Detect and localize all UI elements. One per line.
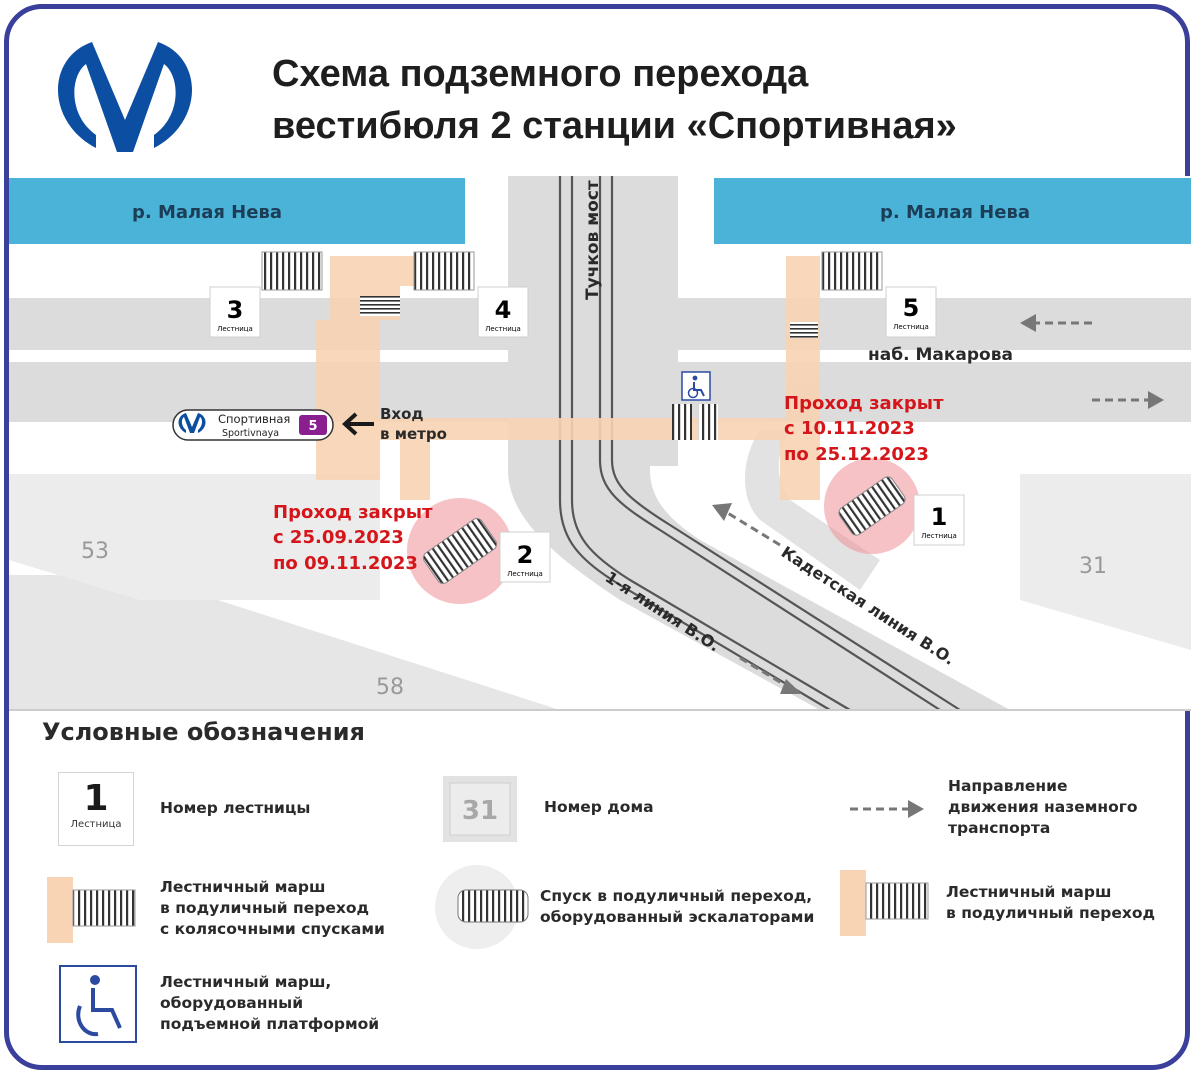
stair-3-steps — [261, 251, 323, 291]
ramp-stairs-right — [790, 322, 818, 338]
traffic-arrow-cadet — [712, 503, 781, 547]
legend-house-number: 31 — [461, 796, 499, 826]
lift-stairs-b — [698, 404, 718, 440]
legend-escalator-label: Спуск в подуличный переход, оборудованны… — [540, 887, 815, 926]
stair-number-5: 5 Лестница — [885, 286, 937, 338]
traffic-arrow-right — [1092, 391, 1164, 409]
svg-text:Лестница: Лестница — [893, 323, 929, 331]
metro-logo-icon — [57, 42, 193, 152]
legend-house-number-label: Номер дома — [544, 798, 654, 816]
legend-house-icon — [443, 776, 517, 842]
svg-text:с 10.11.2023: с 10.11.2023 — [784, 418, 915, 439]
svg-text:4: 4 — [495, 296, 512, 324]
legend-stairs-icon — [840, 870, 929, 936]
legend-wheelchair-icon — [59, 965, 137, 1043]
svg-text:с 25.09.2023: с 25.09.2023 — [273, 527, 404, 548]
legend-stair-number: 1 — [83, 778, 109, 819]
line-5-badge: 5 — [308, 419, 317, 434]
legend-stair-number-box: 1 Лестница — [58, 772, 134, 846]
legend-stair-number-label: Номер лестницы — [160, 799, 311, 817]
legend-ramp-stairs-icon — [47, 877, 136, 943]
tram-tracks — [558, 176, 961, 711]
entrance-arrow-icon — [342, 412, 374, 436]
svg-text:Лестница: Лестница — [921, 532, 957, 540]
lift-stairs-a — [672, 404, 692, 440]
river-left — [9, 178, 465, 244]
legend-lift-label: Лестничный марш, оборудованный подъемной… — [160, 973, 380, 1033]
svg-text:1: 1 — [931, 503, 948, 531]
svg-text:Проход закрыт: Проход закрыт — [273, 502, 433, 523]
page-title: Схема подземного перехода вестибюля 2 ст… — [272, 48, 1152, 152]
house-53: 53 — [81, 539, 109, 564]
entrance-label-1: Вход — [380, 405, 424, 423]
svg-text:по 25.12.2023: по 25.12.2023 — [784, 444, 929, 465]
ramp-stairs-left — [360, 296, 400, 316]
legend-traffic-arrow-icon — [850, 800, 924, 818]
svg-text:Лестница: Лестница — [507, 570, 543, 578]
station-name-en: Sportivnaya — [222, 428, 279, 439]
stair-number-2: 2 Лестница — [499, 531, 551, 583]
stair-5-steps — [821, 251, 883, 291]
legend-stair-caption: Лестница — [70, 819, 122, 830]
title-line-1: Схема подземного перехода — [272, 53, 809, 95]
stair-4-steps — [413, 251, 475, 291]
svg-text:2: 2 — [517, 541, 534, 569]
river-right — [714, 178, 1191, 244]
legend-escalator-icon — [435, 865, 529, 949]
title-line-2: вестибюля 2 станции «Спортивная» — [272, 105, 957, 147]
svg-text:Проход закрыт: Проход закрыт — [784, 393, 944, 414]
entrance-label-2: в метро — [380, 425, 447, 443]
closure-notice-1: Проход закрыт с 10.11.2023 по 25.12.2023 — [784, 393, 944, 465]
svg-text:3: 3 — [227, 296, 244, 324]
traffic-arrow-line1 — [739, 656, 802, 694]
legend-ramp-stairs-label: Лестничный марш в подуличный переход с к… — [160, 878, 385, 938]
closure-notice-2: Проход закрыт с 25.09.2023 по 09.11.2023 — [273, 502, 433, 574]
house-31: 31 — [1079, 554, 1107, 579]
svg-text:Лестница: Лестница — [217, 325, 253, 333]
station-name-ru: Спортивная — [218, 412, 290, 426]
escalator-1 — [824, 458, 920, 554]
river-right-label: р. Малая Нева — [880, 202, 1030, 223]
svg-text:Лестница: Лестница — [485, 325, 521, 333]
stair-number-3: 3 Лестница — [209, 286, 261, 338]
bridge-label: Тучков мост — [583, 180, 603, 300]
escalator-2 — [407, 498, 513, 604]
river-left-label: р. Малая Нева — [132, 202, 282, 223]
legend-traffic-direction-label: Направление движения наземного транспорт… — [948, 777, 1138, 837]
legend-stairs-label: Лестничный марш в подуличный переход — [946, 883, 1156, 922]
svg-text:5: 5 — [903, 294, 920, 322]
stair-number-1: 1 Лестница — [913, 494, 965, 546]
embankment-label: наб. Макарова — [868, 345, 1013, 365]
wheelchair-icon — [681, 371, 711, 401]
traffic-arrow-left — [1020, 314, 1092, 332]
svg-text:по 09.11.2023: по 09.11.2023 — [273, 553, 418, 574]
stair-number-4: 4 Лестница — [477, 286, 529, 338]
station-sign: Спортивная Sportivnaya 5 — [172, 409, 334, 441]
house-58: 58 — [376, 675, 404, 700]
legend-title: Условные обозначения — [42, 718, 365, 746]
